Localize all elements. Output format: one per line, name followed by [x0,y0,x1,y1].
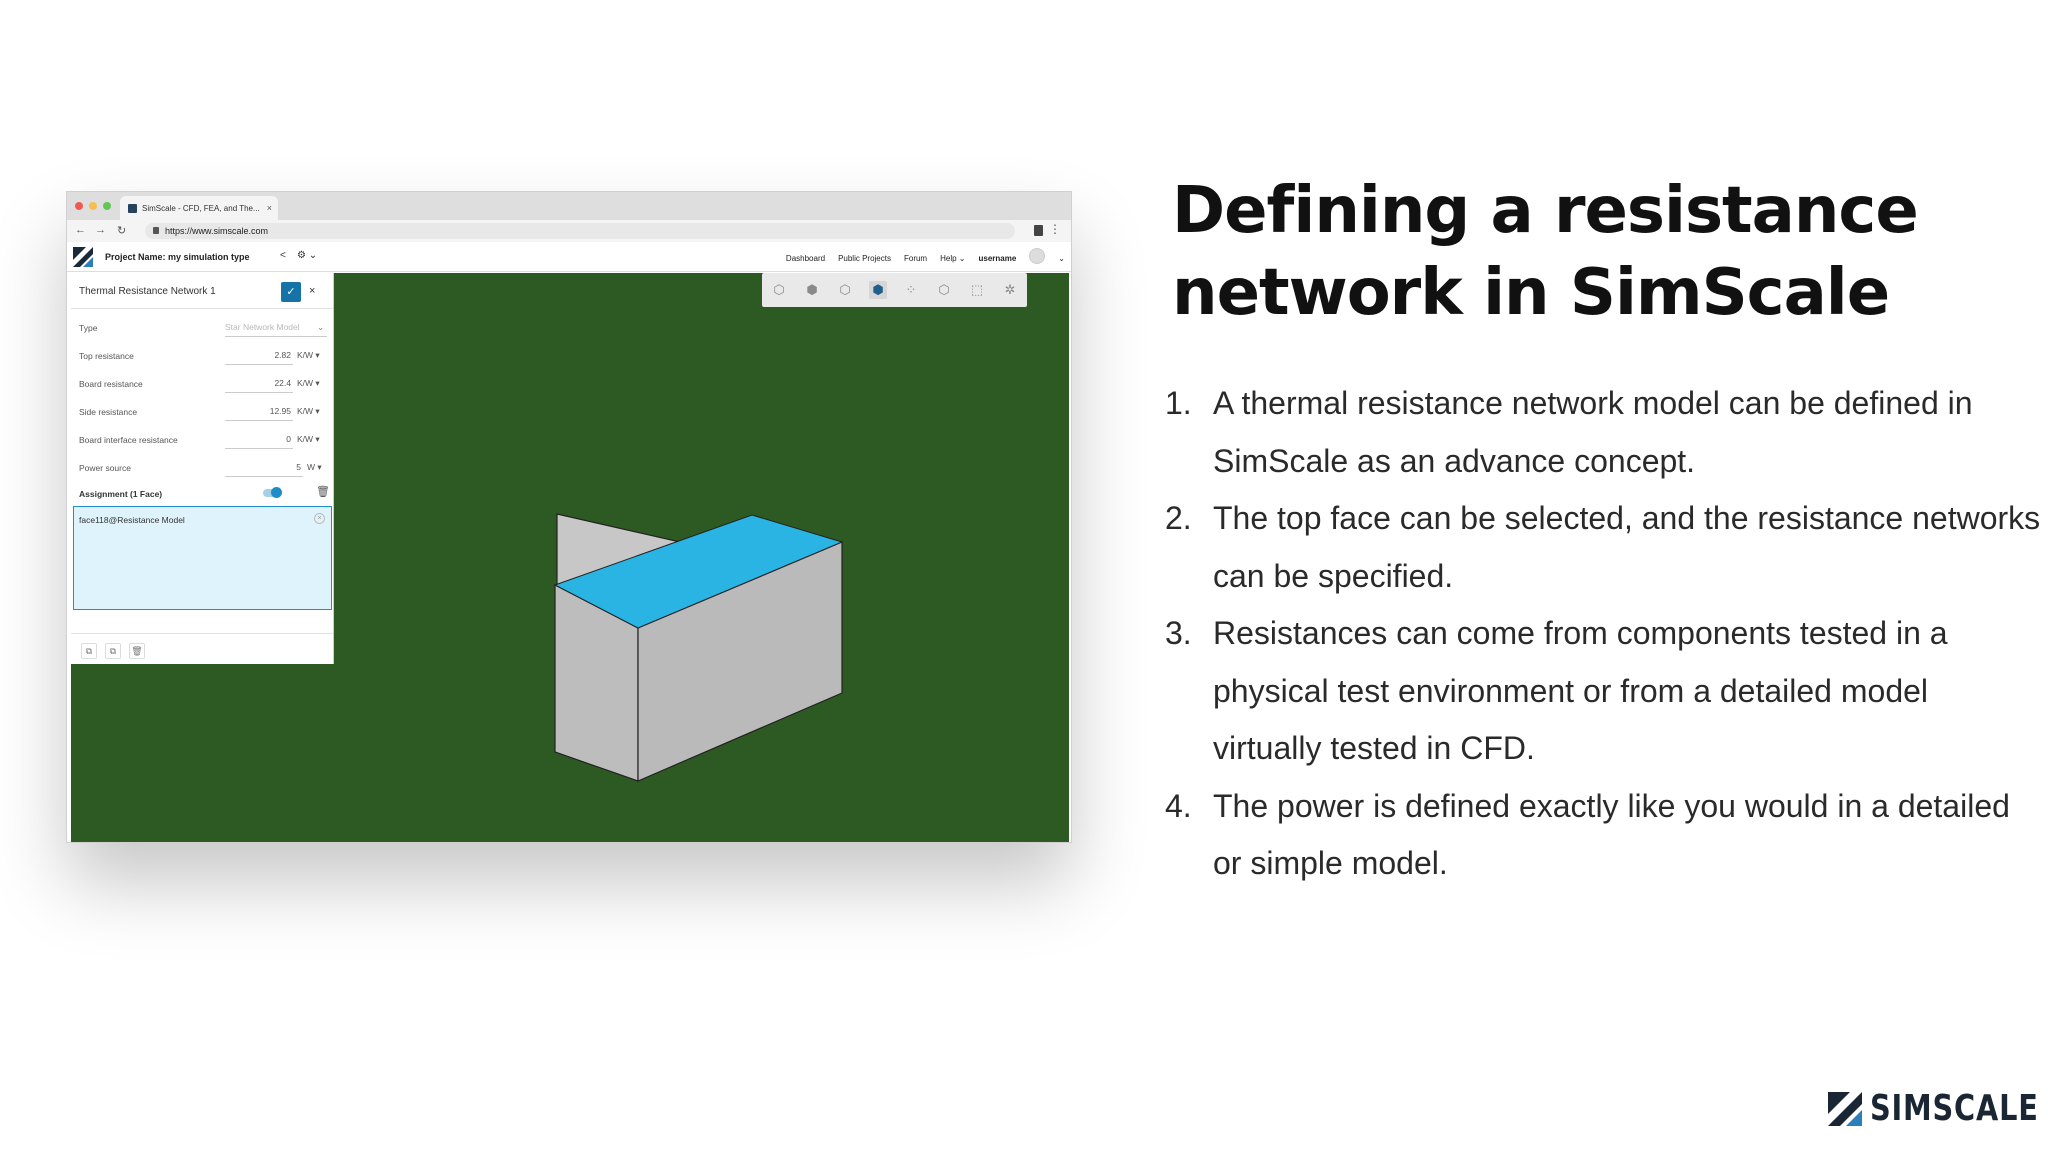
power-source-input[interactable]: 5 [296,462,301,472]
power-source-row: Power source 5 W ▾ [79,459,327,477]
forward-icon[interactable]: → [95,224,106,236]
type-row: Type Star Network Model ⌄ [79,319,327,337]
bullet-text: The power is defined exactly like you wo… [1213,787,2010,882]
back-icon[interactable]: ← [75,224,86,236]
surface-select-icon[interactable]: ⬢ [869,281,887,299]
box-top-face-selected[interactable] [553,514,844,629]
view-toolbar: ⬡ ⬢ ⬡ ⬢ ⁘ ⬡ ⬚ ✲ [762,273,1027,307]
board-interface-resistance-label: Board interface resistance [79,435,178,445]
avatar[interactable] [1029,248,1046,264]
duplicate-icon[interactable]: ⧉ [105,643,121,659]
bullet-number: 4. [1165,787,1192,824]
bullet-number: 1. [1165,385,1192,421]
browser-navbar: ← → ↻ https://www.simscale.com ⋮ [67,220,1071,242]
side-resistance-label: Side resistance [79,407,138,417]
bullet-number: 3. [1165,615,1192,651]
confirm-button[interactable]: ✓ [281,282,301,302]
wireframe-view-icon[interactable]: ⬡ [839,282,851,297]
close-window-button[interactable] [75,202,83,210]
favicon-icon [128,204,137,213]
assignment-item[interactable]: face118@Resistance Model [79,515,185,525]
copy-icon[interactable]: ⧉ [81,643,97,659]
side-resistance-input[interactable]: 12.95 [269,406,291,416]
top-resistance-label: Top resistance [79,351,134,361]
bullet-text: Resistances can come from components tes… [1213,615,1948,766]
browser-tab[interactable]: SimScale - CFD, FEA, and The... × [120,196,278,220]
menu-username[interactable]: username [978,253,1017,263]
board-interface-resistance-input[interactable]: 0 [286,434,291,444]
brand-wordmark: SIMSCALE [1870,1088,2039,1129]
type-label: Type [79,323,98,333]
trash-icon[interactable]: 🗑 [316,486,330,498]
browser-menu-icon[interactable]: ⋮ [1049,222,1061,236]
type-select[interactable]: Star Network Model [225,322,300,332]
panel-title: Thermal Resistance Network 1 [79,286,216,297]
hidden-view-icon[interactable]: ⬡ [938,282,950,297]
browser-window: SimScale - CFD, FEA, and The... × ← → ↻ … [66,191,1072,843]
3d-box-model[interactable] [71,273,1069,843]
reload-icon[interactable]: ↻ [117,225,127,237]
avatar-caret-icon[interactable]: ⌄ [1058,253,1065,263]
panel-header: Thermal Resistance Network 1 ✓ × [71,273,333,309]
delete-icon[interactable]: 🗑 [129,643,145,659]
brand-logo: SIMSCALE [1828,1088,2048,1129]
top-resistance-unit-select[interactable]: K/W ▾ [297,350,320,360]
panel-footer: ⧉ ⧉ 🗑 [71,633,333,664]
bullet-item: 4. The power is defined exactly like you… [1165,778,2045,893]
bullet-item: 1. A thermal resistance network model ca… [1165,375,2045,490]
bullet-number: 2. [1165,500,1192,536]
menu-forum[interactable]: Forum [903,253,928,263]
tab-title: SimScale - CFD, FEA, and The... [142,204,260,213]
board-resistance-input[interactable]: 22.4 [274,378,291,388]
remove-assignment-icon[interactable]: × [314,513,325,524]
minimize-window-button[interactable] [89,202,97,210]
solid-view-icon[interactable]: ⬢ [806,282,818,297]
top-resistance-row: Top resistance 2.82 K/W ▾ [79,347,327,365]
side-resistance-row: Side resistance 12.95 K/W ▾ [79,403,327,421]
board-resistance-row: Board resistance 22.4 K/W ▾ [79,375,327,393]
address-bar[interactable]: https://www.simscale.com [145,223,1015,239]
bullet-text: The top face can be selected, and the re… [1213,500,2041,594]
power-source-unit-select[interactable]: W ▾ [307,462,322,472]
tab-close-icon[interactable]: × [266,203,272,213]
board-interface-resistance-row: Board interface resistance 0 K/W ▾ [79,431,327,449]
assignment-list[interactable]: face118@Resistance Model × [73,506,332,610]
project-settings-icon[interactable]: ⚙ ⌄ [296,250,318,261]
bullet-item: 2. The top face can be selected, and the… [1165,490,2045,605]
menu-dashboard[interactable]: Dashboard [785,253,826,263]
lock-icon [153,227,159,234]
settings-icon[interactable]: ✲ [1004,282,1016,297]
type-chevron-down-icon[interactable]: ⌄ [317,322,325,332]
simscale-logo-icon[interactable] [73,247,93,267]
slide-title: Defining a resistance network in SimScal… [1172,174,1919,330]
menu-public-projects[interactable]: Public Projects [838,253,891,263]
board-resistance-unit-select[interactable]: K/W ▾ [297,378,320,388]
bullet-text: A thermal resistance network model can b… [1213,385,1973,479]
share-icon[interactable]: < [280,250,286,261]
side-resistance-unit-select[interactable]: K/W ▾ [297,406,320,416]
url-text: https://www.simscale.com [165,226,269,236]
simscale-logo-icon [1828,1091,1862,1126]
extension-icon[interactable] [1034,225,1043,236]
assignment-toggle[interactable] [263,487,282,498]
maximize-window-button[interactable] [103,202,111,210]
app-menu: Dashboard Public Projects Forum Help ⌄ u… [785,248,1065,264]
project-name: Project Name: my simulation type [105,252,250,262]
bullet-list: 1. A thermal resistance network model ca… [1165,375,2045,893]
browser-tabbar: SimScale - CFD, FEA, and The... × [67,192,1071,220]
volume-select-icon[interactable]: ⁘ [905,282,917,297]
app-header: Project Name: my simulation type < ⚙ ⌄ D… [67,242,1071,272]
window-controls [75,202,111,210]
view-cube-icon[interactable]: ⬡ [773,282,785,297]
assignment-label: Assignment (1 Face) [79,489,163,499]
power-source-label: Power source [79,463,131,473]
menu-help[interactable]: Help ⌄ [940,253,966,263]
top-resistance-input[interactable]: 2.82 [274,350,291,360]
board-interface-resistance-unit-select[interactable]: K/W ▾ [297,434,320,444]
board-resistance-label: Board resistance [79,379,143,389]
properties-panel: Thermal Resistance Network 1 ✓ × Type St… [71,273,334,664]
close-panel-button[interactable]: × [309,285,316,297]
box-select-icon[interactable]: ⬚ [970,282,984,297]
bullet-item: 3. Resistances can come from components … [1165,605,2045,778]
